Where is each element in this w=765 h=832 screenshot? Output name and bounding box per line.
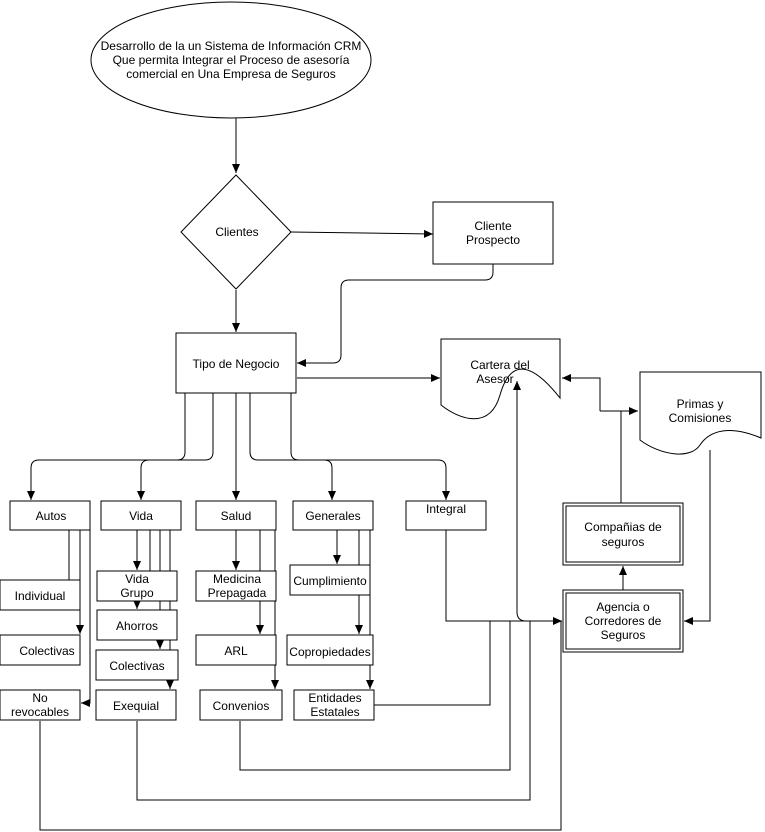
title-line-3: comercial en Una Empresa de Seguros — [126, 67, 335, 81]
edge-agencia-cartera — [513, 381, 562, 622]
autos-colectivas-label: Colectivas — [19, 644, 74, 658]
generales-label: Generales — [305, 509, 360, 523]
vida-colectivas: Colectivas — [95, 649, 179, 681]
vidagrupo-line-1: Vida — [125, 572, 149, 586]
category-generales: Generales — [292, 500, 374, 531]
cumplimiento-label: Cumplimiento — [293, 574, 367, 588]
generales-cumplimiento: Cumplimiento — [289, 564, 371, 596]
category-salud: Salud — [195, 500, 277, 531]
connectors — [27, 118, 711, 831]
edge-clientes-prospecto — [290, 229, 434, 238]
edge-prospecto-tipo — [297, 264, 494, 367]
edge-integral-agencia — [445, 530, 562, 625]
primas-line-1: Primas y — [677, 397, 724, 411]
vidagrupo-line-2: Grupo — [120, 586, 154, 600]
cartera-line-1: Cartera del — [470, 358, 529, 372]
autos-colectivas: Colectivas — [0, 634, 81, 666]
entidades-line-1: Entidades — [308, 691, 361, 705]
edge-norevocables-agencia — [39, 621, 562, 831]
edge-entidades-agencia — [374, 621, 491, 706]
agencia-line-1: Agencia o — [596, 600, 650, 614]
edge-tipo-generales — [249, 393, 336, 500]
edge-primas-cartera — [562, 374, 601, 411]
exequial-label: Exequial — [113, 699, 159, 713]
agencia-line-2: Corredores de — [585, 614, 662, 628]
salud-arl: ARL — [195, 634, 277, 666]
clientes-label: Clientes — [215, 225, 258, 239]
category-integral: Integral — [405, 500, 487, 531]
salud-convenios: Convenios — [199, 689, 283, 721]
copropiedades-label: Copropiedades — [289, 645, 370, 659]
tipo-negocio-node: Tipo de Negocio — [175, 332, 297, 394]
individual-label: Individual — [15, 589, 66, 603]
companias-line-1: Compañias de — [584, 520, 662, 534]
salud-label: Salud — [221, 509, 252, 523]
clientes-node: Clientes — [180, 174, 292, 290]
edge-tipo-autos — [27, 393, 186, 500]
vida-exequial: Exequial — [95, 689, 177, 721]
tipo-negocio-label: Tipo de Negocio — [193, 357, 280, 371]
autos-individual: Individual — [0, 579, 81, 611]
agencia-line-3: Seguros — [601, 628, 646, 642]
norevocables-line-2: revocables — [11, 705, 69, 719]
medicina-line-2: Prepagada — [208, 586, 267, 600]
cartera-line-2: Asesor — [476, 372, 513, 386]
prospecto-line-2: Prospecto — [466, 233, 520, 247]
autos-label: Autos — [36, 509, 67, 523]
edge-exequial-agencia — [136, 621, 531, 801]
edge-primas-agencia — [684, 450, 711, 625]
ahorros-label: Ahorros — [116, 619, 158, 633]
primas-line-2: Comisiones — [669, 411, 732, 425]
companias-line-2: seguros — [602, 535, 645, 549]
entidades-line-2: Estatales — [310, 705, 359, 719]
edge-autos-norevocables — [81, 530, 91, 707]
generales-copropiedades: Copropiedades — [286, 634, 374, 666]
edge-convenios-agencia — [239, 621, 511, 771]
integral-label: Integral — [426, 502, 466, 516]
title-line-1: Desarrollo de la un Sistema de Informaci… — [101, 39, 362, 53]
arl-label: ARL — [224, 644, 248, 658]
title-node: Desarrollo de la un Sistema de Informaci… — [90, 1, 372, 119]
title-line-2: Que permita Integrar el Proceso de aseso… — [113, 53, 350, 67]
vida-label: Vida — [129, 509, 153, 523]
category-vida: Vida — [100, 500, 182, 531]
vida-colectivas-label: Colectivas — [109, 659, 164, 673]
medicina-line-1: Medicina — [213, 572, 261, 586]
convenios-label: Convenios — [213, 699, 270, 713]
category-autos: Autos — [9, 500, 91, 531]
norevocables-line-1: No — [32, 691, 48, 705]
vida-ahorros: Ahorros — [96, 609, 178, 641]
prospecto-line-1: Cliente — [474, 219, 512, 233]
edge-tipo-vida — [137, 393, 214, 500]
svg-text:Desarrollo de la un Sistema de: Desarrollo de la un Sistema de Informaci… — [101, 39, 362, 81]
edge-tipo-integral — [290, 393, 450, 500]
